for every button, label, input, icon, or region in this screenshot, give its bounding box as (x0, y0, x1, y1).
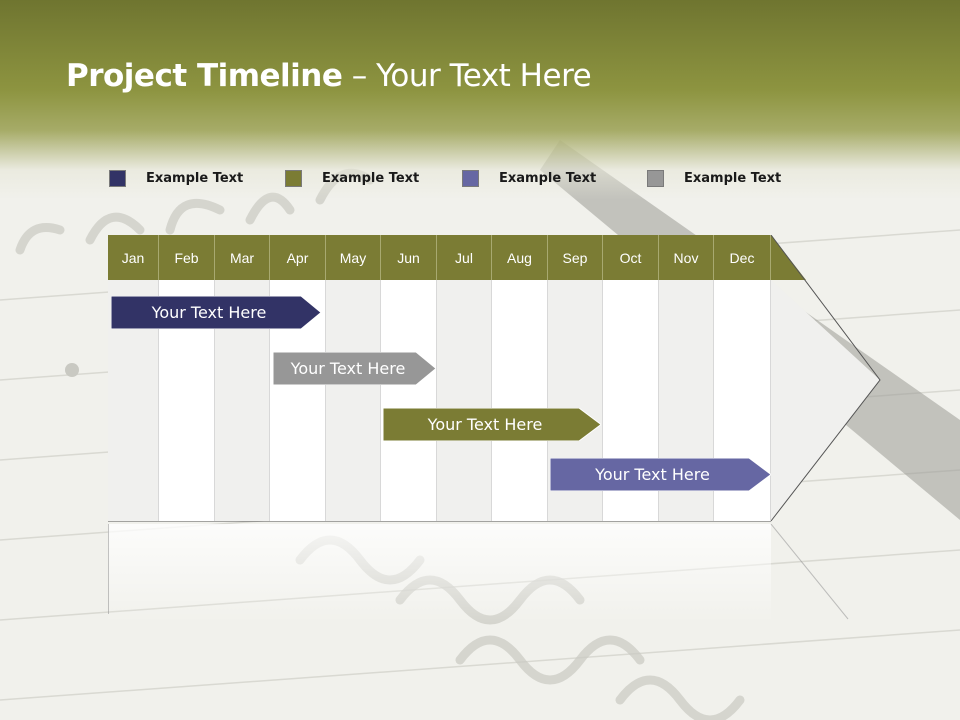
legend-swatch-1 (109, 170, 126, 187)
month-jun: Jun (381, 235, 437, 280)
month-sep: Sep (548, 235, 603, 280)
month-jul: Jul (437, 235, 492, 280)
legend-item-2: Example Text (285, 170, 419, 187)
month-jan: Jan (108, 235, 159, 280)
legend-item-4: Example Text (647, 170, 781, 187)
column-aug (492, 280, 548, 521)
title-band (0, 0, 960, 200)
task-bar-4-label: Your Text Here (595, 465, 710, 484)
task-bar-3[interactable]: Your Text Here (383, 408, 601, 441)
legend-label-1: Example Text (146, 171, 244, 186)
month-apr: Apr (270, 235, 326, 280)
legend-swatch-2 (285, 170, 302, 187)
title-bold-part: Project Timeline (66, 58, 343, 94)
task-bar-2[interactable]: Your Text Here (273, 352, 436, 385)
page-title: Project Timeline – Your Text Here (66, 58, 592, 94)
timeline-chart: Jan Feb Mar Apr May Jun Jul Aug Sep Oct … (108, 235, 883, 525)
title-rest-part: – Your Text Here (342, 58, 592, 94)
month-nov: Nov (659, 235, 714, 280)
legend-item-1: Example Text (109, 170, 243, 187)
column-jun (381, 280, 437, 521)
column-may (326, 280, 381, 521)
month-aug: Aug (492, 235, 548, 280)
month-oct: Oct (603, 235, 659, 280)
legend: Example Text Example Text Example Text E… (0, 170, 960, 194)
timeline-reflection (108, 524, 849, 624)
legend-label-3: Example Text (499, 171, 597, 186)
month-may: May (326, 235, 381, 280)
task-bar-2-label: Your Text Here (290, 359, 406, 378)
month-feb: Feb (159, 235, 215, 280)
legend-label-2: Example Text (322, 171, 420, 186)
month-dec: Dec (714, 235, 771, 280)
legend-item-3: Example Text (462, 170, 596, 187)
task-bar-1[interactable]: Your Text Here (111, 296, 321, 329)
month-mar: Mar (215, 235, 270, 280)
legend-label-4: Example Text (684, 171, 782, 186)
task-bar-3-label: Your Text Here (427, 415, 543, 434)
legend-swatch-3 (462, 170, 479, 187)
month-header-row: Jan Feb Mar Apr May Jun Jul Aug Sep Oct … (108, 235, 771, 280)
legend-swatch-4 (647, 170, 664, 187)
column-jul (437, 280, 492, 521)
task-bar-4[interactable]: Your Text Here (550, 458, 771, 491)
task-bar-1-label: Your Text Here (151, 303, 267, 322)
